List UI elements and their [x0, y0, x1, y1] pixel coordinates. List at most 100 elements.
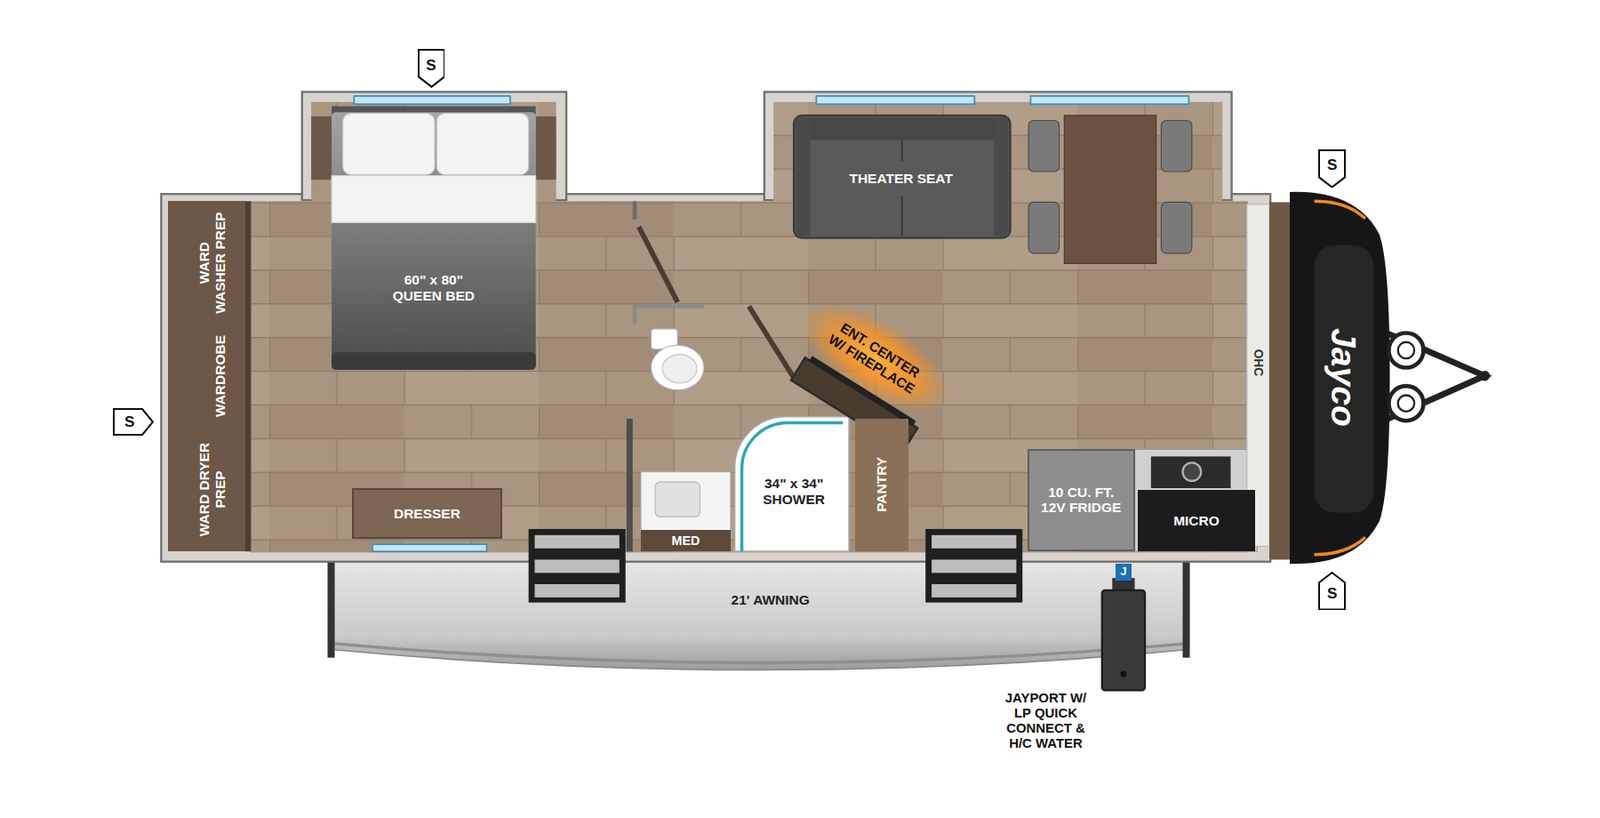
nightstand: [536, 116, 557, 180]
sensor-marker: S: [1318, 571, 1346, 611]
fixture-label: 34" x 34" SHOWER: [743, 475, 846, 508]
chair: [1028, 201, 1059, 253]
brand-logo: Jayco: [1322, 328, 1363, 427]
door: [639, 226, 679, 303]
chair: [1160, 201, 1192, 253]
wardrobe-label: WARDROBE: [211, 335, 228, 417]
accent-stripe: [1314, 536, 1366, 555]
comforter-fold: [331, 176, 536, 224]
furniture-label: ENT. CENTER W/ FIREPLACE: [822, 315, 929, 399]
propane-valve: [1398, 394, 1415, 411]
shower: 34" x 34" SHOWER: [738, 464, 850, 520]
sink-counter: [640, 472, 731, 532]
wall: [626, 418, 633, 552]
front-cap: [1289, 192, 1391, 564]
wall: [632, 200, 638, 220]
rotated-text-holder: PANTRY: [855, 418, 909, 552]
awning: [331, 557, 1189, 670]
awning-label: 21' AWNING: [731, 592, 810, 608]
cabinet-label: OHC: [1250, 348, 1265, 376]
marker-shape: [1319, 572, 1345, 610]
dinette-table: [1064, 115, 1156, 264]
front-cabinet: [1269, 201, 1290, 560]
jayport-port: [1120, 671, 1127, 678]
door: [749, 306, 795, 378]
entry-steps: [528, 528, 626, 603]
pillow: [343, 112, 435, 175]
rotated-text-holder: WARD DRYER PREPWARDROBEWARD WASHER PREP: [168, 200, 245, 552]
propane-tank: [1388, 385, 1424, 421]
marker-shape: [418, 49, 445, 88]
step-tread: [931, 559, 1016, 573]
step-tread: [931, 584, 1016, 598]
burner: [1182, 462, 1201, 481]
cabinet-label: PANTRY: [873, 456, 890, 512]
propane-valve: [1398, 342, 1415, 359]
medicine-cabinet: MED: [640, 529, 731, 552]
seat-arm: [993, 117, 1008, 236]
badge-letter: J: [1120, 565, 1127, 579]
furniture-label: 60" x 80" QUEEN BED: [382, 272, 485, 304]
counter: [1135, 448, 1258, 552]
awning-arm: [1182, 557, 1190, 658]
chair: [1028, 120, 1059, 172]
sensor-marker: S: [112, 408, 154, 436]
step-tread: [535, 535, 620, 549]
seat-arm: [795, 117, 810, 236]
shower-pan: [735, 416, 850, 552]
entry-steps: [925, 528, 1023, 603]
awning: 21' AWNING: [653, 581, 888, 618]
toilet-seat: [662, 354, 697, 384]
marker-letter: S: [124, 413, 135, 432]
chair: [1160, 120, 1192, 172]
pantry: PANTRY: [855, 418, 909, 552]
cabinet-label: MED: [671, 533, 700, 548]
sink-basin: [655, 481, 701, 517]
sensor-marker: S: [417, 48, 446, 88]
pillow: [436, 112, 528, 175]
sensor-marker: S: [1318, 149, 1346, 189]
a-frame-hitch: [1384, 331, 1486, 421]
marker-shape: [113, 408, 153, 435]
front-cap-panel: [1314, 245, 1375, 513]
nightstand: [311, 116, 332, 180]
stove: [1151, 456, 1232, 488]
seat-divider: [901, 139, 904, 236]
marker-shape: [1319, 150, 1345, 188]
awning-edge: [331, 643, 1189, 664]
queen-bed: 60" x 80" QUEEN BED: [352, 256, 516, 319]
wardrobe: WARD DRYER PREPWARDROBEWARD WASHER PREP: [168, 200, 245, 552]
theater-seat: [793, 115, 1010, 239]
propane-tank: [1388, 332, 1424, 368]
step-tread: [535, 584, 620, 598]
callout-label: JAYPORT W/ LP QUICK CONNECT & H/C WATER: [999, 689, 1094, 752]
awning-arm: [327, 557, 335, 658]
wardrobe-edge: [245, 200, 252, 552]
toilet-bowl: [650, 344, 704, 391]
step-tread: [535, 559, 620, 573]
jayport-badge: J: [1115, 563, 1132, 582]
marker-letter: S: [425, 56, 436, 75]
furniture-label: DRESSER: [393, 505, 461, 522]
accent-stripe: [1314, 200, 1366, 219]
seat-back: [795, 117, 1008, 140]
bed-footboard: [331, 352, 536, 370]
appliance-label: 10 CU. FT. 12V FRIDGE: [1035, 484, 1128, 517]
jayport: [1102, 590, 1145, 691]
window: [372, 544, 488, 552]
dresser: DRESSER: [352, 488, 503, 539]
entertainment-center: ENT. CENTER W/ FIREPLACE: [807, 301, 944, 413]
window: [1030, 96, 1189, 104]
appliance-label: MICRO: [1173, 512, 1220, 529]
microwave: MICRO: [1137, 489, 1256, 552]
wardrobe-label: WARD WASHER PREP: [195, 211, 228, 314]
window: [816, 96, 975, 104]
coupler: [1480, 370, 1490, 381]
step-tread: [931, 535, 1016, 549]
theater-seat: THEATER SEAT: [799, 158, 1004, 200]
bed: [331, 112, 536, 369]
wall: [634, 306, 704, 326]
marker-letter: S: [1327, 156, 1337, 175]
marker-letter: S: [1327, 584, 1337, 603]
